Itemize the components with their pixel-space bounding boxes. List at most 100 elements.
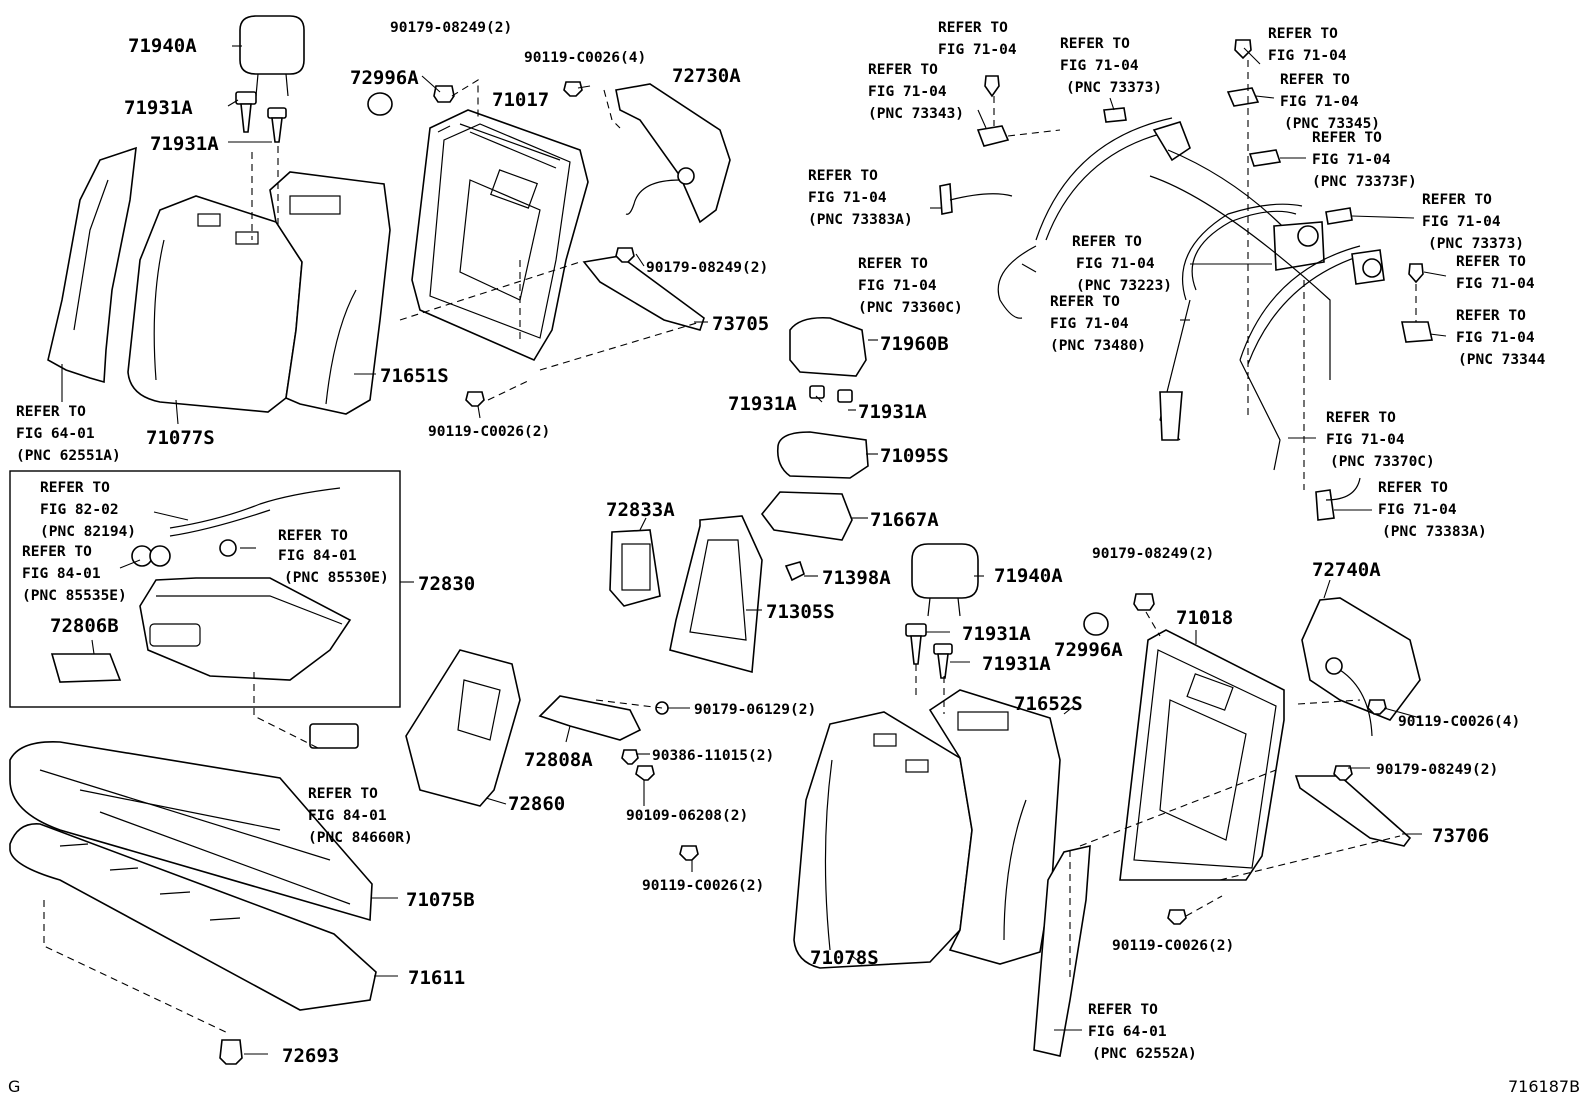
ref-fig-64-01-62552a: REFER TO FIG 64-01 (PNC 62552A): [1088, 1002, 1197, 1062]
ref-line: (PNC 84660R): [308, 830, 413, 846]
ref-line: FIG 71-04: [1076, 256, 1155, 272]
label-72860: 72860: [508, 793, 565, 815]
label-71651S: 71651S: [380, 365, 449, 387]
ref-line: REFER TO: [278, 528, 348, 544]
ref-line: FIG 71-04: [1050, 316, 1129, 332]
ref-line: REFER TO: [40, 480, 110, 496]
label-71077S: 71077S: [146, 427, 215, 449]
connector-84660r-drawing: [309, 723, 359, 749]
ref-line: REFER TO: [1326, 410, 1396, 426]
ref-fig-64-01-62551a: REFER TO FIG 64-01 (PNC 62551A): [16, 404, 121, 464]
side-trim-left-drawing: [47, 146, 137, 384]
label-90119-C0026: 90119-C0026(4): [1398, 714, 1520, 730]
dashed-assembly-lines: [43, 60, 1417, 1035]
ref-line: REFER TO: [1456, 254, 1526, 270]
label-71075B: 71075B: [406, 889, 475, 911]
ref-line: FIG 71-04: [868, 84, 947, 100]
ref-line: REFER TO: [1312, 130, 1382, 146]
corner-letter: G: [8, 1077, 20, 1096]
ref-line: FIG 64-01: [16, 426, 95, 442]
ref-line: (PNC 82194): [40, 524, 136, 540]
ref-line: (PNC 73373): [1066, 80, 1162, 96]
ref-fig-84-01-84660r: REFER TO FIG 84-01 (PNC 84660R): [308, 786, 413, 846]
label-72996A: 72996A: [1054, 639, 1123, 661]
ref-fig-84-01-85530e: REFER TO FIG 84-01 (PNC 85530E): [278, 528, 389, 586]
ref-line: REFER TO: [858, 256, 928, 272]
ref-line: (PNC 73344: [1458, 352, 1546, 368]
ref-line: REFER TO: [1378, 480, 1448, 496]
cap-72996a-right-drawing: [1083, 612, 1109, 636]
label-90179-08249: 90179-08249(2): [390, 20, 512, 36]
reference-notes: REFER TO FIG 64-01 (PNC 62551A) REFER TO…: [16, 20, 1546, 1062]
ref-fig-71-04-topright: REFER TO FIG 71-04: [1268, 26, 1347, 64]
figure-id: 716187B: [1508, 1077, 1580, 1096]
clip-72693-drawing: [219, 1039, 243, 1065]
label-90119-C0026: 90119-C0026(2): [1112, 938, 1234, 954]
label-72806B: 72806B: [50, 615, 119, 637]
ref-fig-71-04-73345: REFER TO FIG 71-04 (PNC 73345): [1280, 72, 1380, 132]
ref-line: (PNC 85530E): [284, 570, 389, 586]
label-90386-11015: 90386-11015(2): [652, 748, 774, 764]
label-90109-06208: 90109-06208(2): [626, 808, 748, 824]
part-labels: 71940A 71931A 71931A 72996A 90179-08249(…: [50, 20, 1520, 1067]
ref-line: REFER TO: [22, 544, 92, 560]
ref-fig-71-04-73480: REFER TO FIG 71-04 (PNC 73480): [1050, 294, 1146, 354]
ref-line: REFER TO: [1088, 1002, 1158, 1018]
label-71078S: 71078S: [810, 947, 879, 969]
ref-line: FIG 71-04: [1422, 214, 1501, 230]
ref-line: (PNC 73223): [1076, 278, 1172, 294]
bolts-group: [465, 81, 635, 407]
inset-box-72830: [9, 470, 401, 708]
label-72996A: 72996A: [350, 67, 419, 89]
ref-line: REFER TO: [1050, 294, 1120, 310]
ref-line: FIG 71-04: [1456, 276, 1535, 292]
clip-90179-drawing: [433, 85, 455, 103]
label-71931A: 71931A: [728, 393, 797, 415]
ref-line: FIG 71-04: [858, 278, 937, 294]
seatback-cover-71077s-drawing: [127, 195, 303, 413]
ref-line: REFER TO: [938, 20, 1008, 36]
ref-line: REFER TO: [1456, 308, 1526, 324]
leader-lines: [61, 45, 1447, 1055]
seatback-pad-71652s-drawing: [928, 689, 1061, 965]
ref-line: (PNC 73373): [1428, 236, 1524, 252]
ref-line: REFER TO: [1268, 26, 1338, 42]
headrest-right-drawing: [905, 543, 979, 679]
ref-line: REFER TO: [1060, 36, 1130, 52]
label-71960B: 71960B: [880, 333, 949, 355]
ref-line: FIG 82-02: [40, 502, 119, 518]
label-90179-08249: 90179-08249(2): [646, 260, 768, 276]
seatback-pad-71651s-drawing: [269, 171, 391, 415]
belt-hardware: [939, 39, 1433, 521]
label-71931A: 71931A: [982, 653, 1051, 675]
label-90179-08249: 90179-08249(2): [1092, 546, 1214, 562]
ref-line: FIG 71-04: [1378, 502, 1457, 518]
ref-line: REFER TO: [16, 404, 86, 420]
cap-72996a-drawing: [367, 92, 393, 116]
ref-line: FIG 71-04: [1268, 48, 1347, 64]
ref-fig-71-04-73373-b: REFER TO FIG 71-04 (PNC 73373): [1422, 192, 1524, 252]
label-90179-06129: 90179-06129(2): [694, 702, 816, 718]
ref-line: (PNC 73373F): [1312, 174, 1417, 190]
label-90119-C0026: 90119-C0026(2): [428, 424, 550, 440]
ref-line: (PNC 73383A): [808, 212, 913, 228]
ref-line: REFER TO: [1280, 72, 1350, 88]
label-72693: 72693: [282, 1045, 339, 1067]
ref-fig-71-04-73360c: REFER TO FIG 71-04 (PNC 73360C): [858, 256, 963, 316]
label-72808A: 72808A: [524, 749, 593, 771]
ref-line: (PNC 73370C): [1330, 454, 1435, 470]
ref-fig-71-04-73383a-right: REFER TO FIG 71-04 (PNC 73383A): [1378, 480, 1487, 540]
ref-line: (PNC 62552A): [1092, 1046, 1197, 1062]
ref-line: REFER TO: [1072, 234, 1142, 250]
ref-line: FIG 71-04: [1326, 432, 1405, 448]
ref-line: FIG 84-01: [308, 808, 387, 824]
ref-line: FIG 84-01: [278, 548, 357, 564]
label-72740A: 72740A: [1312, 559, 1381, 581]
headrest-guides-left: [235, 91, 287, 143]
ref-line: (PNC 73345): [1284, 116, 1380, 132]
label-90119-C0026: 90119-C0026(4): [524, 50, 646, 66]
label-71931A: 71931A: [858, 401, 927, 423]
label-72833A: 72833A: [606, 499, 675, 521]
ref-fig-71-04-73373-a: REFER TO FIG 71-04 (PNC 73373): [1060, 36, 1162, 96]
